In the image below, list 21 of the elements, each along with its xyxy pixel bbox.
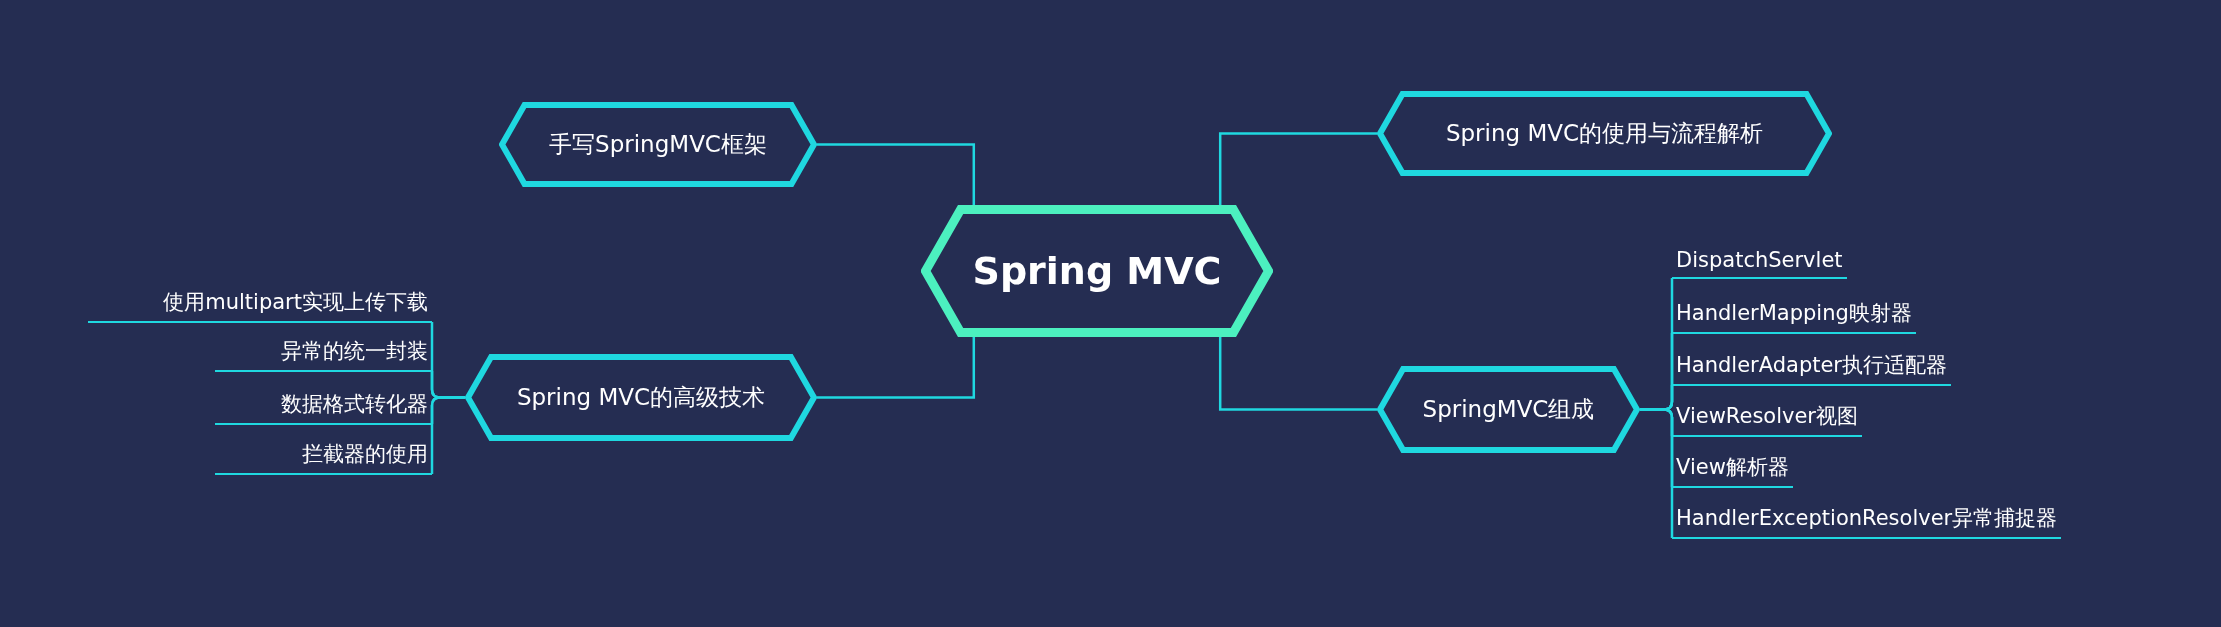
connector-line	[1218, 337, 1377, 411]
subtopic-label: HandlerMapping映射器	[1672, 299, 1916, 334]
subtopic-label: 数据格式转化器	[215, 390, 432, 425]
subtopic-label: DispatchServlet	[1672, 248, 1847, 279]
connector-line	[1640, 408, 1674, 538]
topic-label: Spring MVC的高级技术	[516, 383, 766, 412]
connector-line	[817, 143, 976, 205]
topic-label: SpringMVC组成	[1422, 395, 1595, 424]
subtopic-label: 异常的统一封装	[215, 337, 432, 372]
connector-line	[817, 337, 976, 399]
topic-label: 手写SpringMVC框架	[549, 130, 767, 159]
subtopic-label: ViewResolver视图	[1672, 402, 1862, 437]
subtopic-label: HandlerExceptionResolver异常捕捉器	[1672, 504, 2062, 539]
connector-line	[430, 396, 465, 474]
topic-label: Spring MVC	[972, 249, 1222, 293]
topic-label: Spring MVC的使用与流程解析	[1445, 119, 1764, 148]
subtopic-label: 拦截器的使用	[215, 440, 432, 475]
subtopic-label: HandlerAdapter执行适配器	[1672, 351, 1951, 386]
subtopic-label: View解析器	[1672, 453, 1793, 488]
subtopic-label: 使用multipart实现上传下载	[88, 288, 432, 323]
connector-line	[1218, 132, 1377, 205]
